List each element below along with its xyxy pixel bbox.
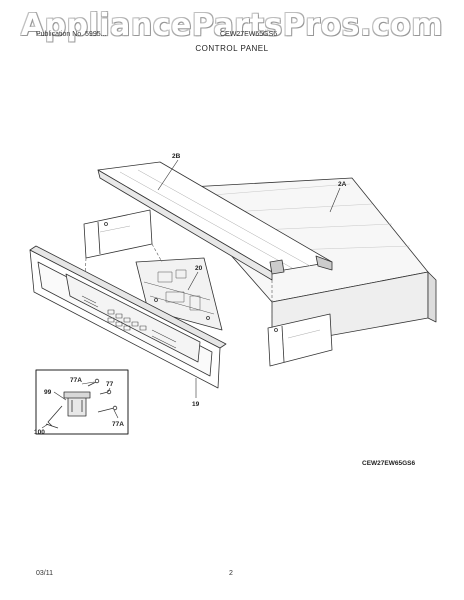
callout-19: 19 (192, 401, 200, 408)
model-number-header: CEW27EW65GS6 (220, 31, 278, 38)
callout-77a-bottom: 77A (112, 421, 124, 428)
watermark-logo: AppliancePartsPros.com (20, 8, 444, 43)
publication-number: Publication No. 5995... (36, 31, 107, 38)
right-end-bracket (267, 313, 333, 367)
transformer-detail-inset (35, 369, 129, 435)
footer-date: 03/11 (36, 570, 53, 577)
footer-page-number: 2 (229, 570, 233, 577)
top-trim-2b (97, 161, 333, 281)
callout-100: 100 (34, 429, 45, 436)
diagram-model-code: CEW27EW65GS6 (362, 460, 416, 467)
callout-77a-top: 77A (70, 377, 82, 384)
left-end-bracket (83, 209, 153, 259)
callout-2b: 2B (172, 153, 181, 160)
callout-2a: 2A (338, 181, 347, 188)
callout-99: 99 (44, 389, 52, 396)
front-control-panel-19 (29, 245, 227, 389)
page-title: CONTROL PANEL (195, 44, 269, 53)
callout-77: 77 (106, 381, 114, 388)
callout-20: 20 (195, 265, 203, 272)
